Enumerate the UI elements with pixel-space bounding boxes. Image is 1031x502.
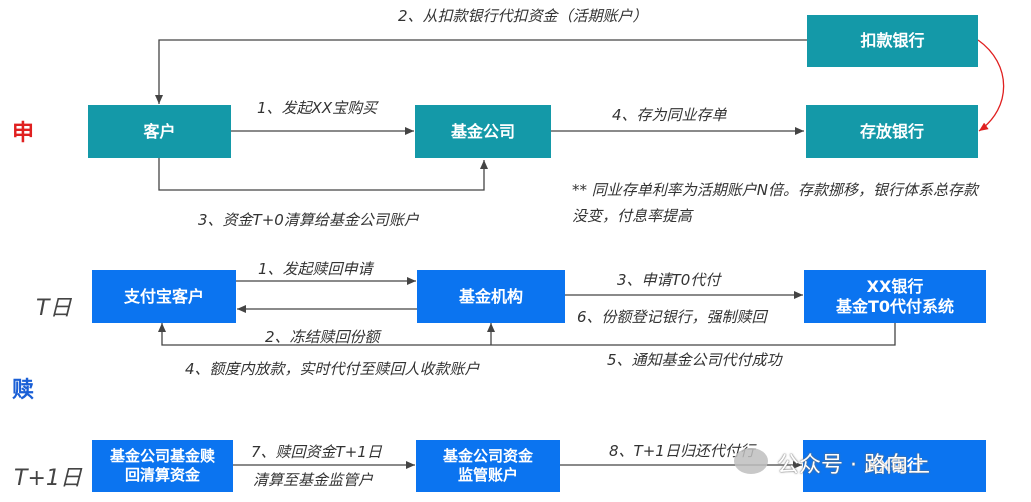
supervision-box-line2: 监管账户 xyxy=(457,466,518,484)
t1-day-label: T+1日 xyxy=(14,466,82,491)
redeem-step1-label: 1、发起赎回申请 xyxy=(258,260,373,278)
step2-label: 2、从扣款银行代扣资金（活期账户） xyxy=(398,7,648,25)
deposit-bank-box: 存放银行 xyxy=(806,105,978,158)
redeem-step3-label: 3、申请T0代付 xyxy=(617,271,721,289)
arrow-debit-to-deposit xyxy=(977,39,1005,132)
supervision-box-line1: 基金公司资金 xyxy=(442,447,533,466)
fund-institution-box: 基金机构 xyxy=(417,270,565,323)
redeem-step5-label: 5、通知基金公司代付成功 xyxy=(607,351,782,369)
xx-bank-box: XX银行 xyxy=(803,440,986,492)
clearing-box-line1: 基金公司基金赎 xyxy=(109,447,215,466)
t-day-label: T日 xyxy=(36,296,72,321)
xx-bank-t0-box: XX银行 基金T0代付系统 xyxy=(804,270,986,323)
xx-bank-t0-line2: 基金T0代付系统 xyxy=(835,296,955,316)
wechat-icon xyxy=(734,448,768,474)
arrow-disburse xyxy=(158,322,896,346)
arrow-debit-to-customer xyxy=(155,39,807,104)
debit-bank-box: 扣款银行 xyxy=(807,15,978,67)
watermark-text: 公众号 · 路向上 xyxy=(777,453,930,478)
fund-redeem-clearing-box: 基金公司基金赎 回清算资金 xyxy=(92,440,233,492)
arrow-clearing xyxy=(158,158,488,191)
customer-box: 客户 xyxy=(88,105,231,158)
fund-company-box: 基金公司 xyxy=(415,105,551,158)
redeem-step2-label: 2、冻结赎回份额 xyxy=(265,328,380,346)
clearing-box-line2: 回清算资金 xyxy=(124,466,200,484)
step4-label: 4、存为同业存单 xyxy=(612,106,727,124)
step7-line1-label: 7、赎回资金T+1日 xyxy=(251,443,382,461)
alipay-customer-box: 支付宝客户 xyxy=(92,270,236,323)
redeem-step6-label: 6、份额登记银行，强制赎回 xyxy=(577,308,767,326)
step7-line2-label: 清算至基金监管户 xyxy=(253,471,374,489)
xx-bank-t0-line1: XX银行 xyxy=(866,276,924,296)
redeem-label: 赎 xyxy=(12,378,35,403)
step1-label: 1、发起XX宝购买 xyxy=(257,99,378,117)
step3-label: 3、资金T+0清算给基金公司账户 xyxy=(198,211,419,229)
apply-label: 申 xyxy=(12,121,35,146)
redeem-step4-label: 4、额度内放款，实时代付至赎回人收款账户 xyxy=(185,360,480,378)
supervision-account-box: 基金公司资金 监管账户 xyxy=(416,440,560,492)
step8-label: 8、T+1日归还代付行 xyxy=(609,442,755,460)
interbank-note: ** 同业存单利率为活期账户N倍。存款挪移，银行体系总存款没变，付息率提高 xyxy=(572,181,978,225)
